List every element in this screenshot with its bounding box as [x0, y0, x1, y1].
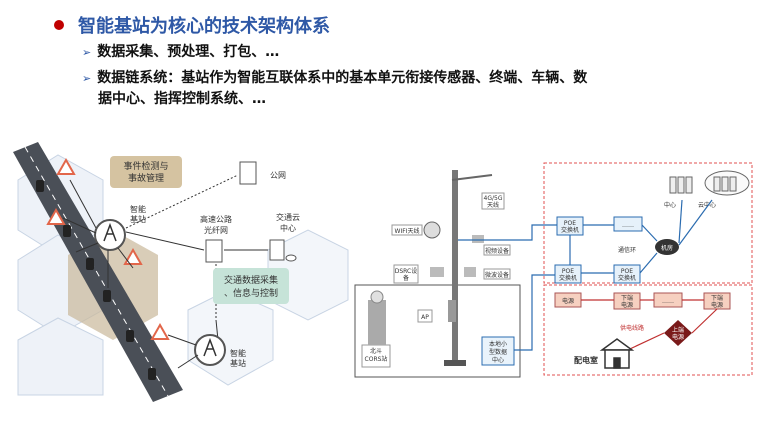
- svg-text:、信息与控制: 、信息与控制: [224, 287, 278, 299]
- machine-room-node: [655, 239, 679, 255]
- svg-text:AP: AP: [421, 314, 429, 321]
- svg-text:交换机: 交换机: [618, 274, 636, 282]
- sub-bullet-1: ➢数据采集、预处理、打包、…: [82, 44, 280, 60]
- main-bullet: 智能基站为核心的技术架构体系: [54, 12, 330, 38]
- event-box: [110, 156, 182, 188]
- svg-text:云中心: 云中心: [698, 201, 716, 209]
- svg-text:交通云: 交通云: [276, 212, 300, 222]
- svg-text:POE: POE: [564, 220, 576, 227]
- house-icon: [599, 338, 635, 369]
- database-icon: [285, 254, 297, 262]
- bullet-dot-icon: [54, 20, 64, 30]
- svg-text:供电线路: 供电线路: [620, 324, 644, 332]
- poe-switch-mid2: [613, 264, 641, 284]
- beidou-station-icon: [368, 300, 386, 345]
- svg-text:高速公路: 高速公路: [200, 214, 232, 224]
- svg-text:电源: 电源: [711, 301, 723, 309]
- svg-text:中心: 中心: [280, 223, 296, 233]
- hex-grid: [17, 154, 349, 396]
- svg-text:事故管理: 事故管理: [128, 172, 164, 184]
- svg-text:视频设备: 视频设备: [485, 247, 509, 255]
- power-links: [581, 299, 718, 356]
- svg-text:中心: 中心: [492, 356, 504, 364]
- svg-text:CORS站: CORS站: [365, 355, 388, 363]
- svg-text:机房: 机房: [661, 244, 673, 252]
- svg-text:本地小: 本地小: [489, 340, 507, 348]
- svg-text:智能: 智能: [230, 348, 246, 358]
- local-datacenter-box: [481, 336, 515, 366]
- svg-text:型数据: 型数据: [489, 348, 507, 356]
- svg-text:通信环: 通信环: [618, 246, 636, 254]
- upper-power-node: [664, 320, 692, 346]
- svg-text:下端: 下端: [711, 294, 723, 302]
- highway-net-device: [205, 239, 223, 263]
- svg-text:电源: 电源: [562, 297, 574, 305]
- svg-text:微波设备: 微波设备: [485, 271, 509, 279]
- svg-text:交换机: 交换机: [561, 226, 579, 234]
- svg-text:电源: 电源: [621, 301, 633, 309]
- svg-text:DSRC设: DSRC设: [395, 267, 418, 275]
- svg-text:交通数据采集: 交通数据采集: [224, 274, 278, 286]
- svg-text:基站: 基站: [130, 214, 146, 224]
- antenna-label-box: [481, 192, 505, 210]
- public-net-device: [239, 161, 257, 185]
- svg-text:……: ……: [662, 298, 674, 305]
- svg-text:公网: 公网: [270, 171, 286, 180]
- signal-arrows: [62, 179, 134, 288]
- svg-text:WIFI天线: WIFI天线: [395, 227, 420, 235]
- arrow-bullet-icon: ➢: [82, 72, 92, 85]
- cloud-center-device: [269, 239, 285, 261]
- camera-icon: [472, 235, 484, 243]
- svg-text:POE: POE: [562, 268, 574, 275]
- svg-text:智能: 智能: [130, 204, 146, 214]
- pole: [452, 170, 458, 365]
- svg-text:基站: 基站: [230, 358, 246, 368]
- sub-bullet-2: ➢数据链系统：基站作为智能互联体系中的基本单元衔接传感器、终端、车辆、数 据中心…: [82, 70, 588, 107]
- roadside-frame: [354, 284, 521, 378]
- wifi-antenna-icon: [423, 221, 441, 239]
- dsrc-icon: [430, 267, 444, 277]
- svg-text:……: ……: [622, 222, 634, 229]
- comm-region: [543, 162, 753, 284]
- svg-text:配电室: 配电室: [574, 355, 598, 365]
- svg-text:北斗: 北斗: [370, 347, 382, 355]
- lower-power-1: [613, 292, 641, 310]
- arrow-bullet-icon: ➢: [82, 46, 92, 59]
- svg-text:天线: 天线: [487, 201, 499, 209]
- station-bottom-icon: [194, 334, 226, 366]
- svg-text:上端: 上端: [672, 326, 684, 334]
- svg-text:电源: 电源: [672, 333, 684, 341]
- slide-title: 智能基站为核心的技术架构体系: [78, 16, 330, 37]
- comm-links: [458, 199, 713, 351]
- svg-text:交换机: 交换机: [559, 274, 577, 282]
- server-icons: [669, 170, 750, 196]
- svg-text:光纤网: 光纤网: [204, 225, 228, 235]
- svg-text:POE: POE: [621, 268, 633, 275]
- power-region: [543, 284, 753, 376]
- svg-text:4G/5G: 4G/5G: [484, 195, 503, 202]
- cars: [36, 180, 156, 380]
- svg-text:下端: 下端: [621, 294, 633, 302]
- highway-road: [13, 142, 183, 402]
- left-architecture-diagram: 事件检测与 事故管理 智能 基站 高速公路 光纤网 公网 交通云 中心: [13, 142, 349, 402]
- right-system-diagram: 4G/5G 天线 WIFI天线 视频设备 DSRC设 备 微波设备 AP 北斗 …: [354, 162, 753, 378]
- radar-icon: [464, 267, 476, 277]
- svg-text:中心: 中心: [664, 201, 676, 209]
- ap-icon: [448, 300, 456, 322]
- svg-text:备: 备: [403, 274, 409, 282]
- traffic-data-box: [213, 268, 289, 304]
- poe-switch-mid1: [554, 264, 582, 284]
- warning-icons: [46, 157, 170, 340]
- svg-text:事件检测与: 事件检测与: [123, 160, 168, 172]
- station-top-icon: [94, 219, 126, 251]
